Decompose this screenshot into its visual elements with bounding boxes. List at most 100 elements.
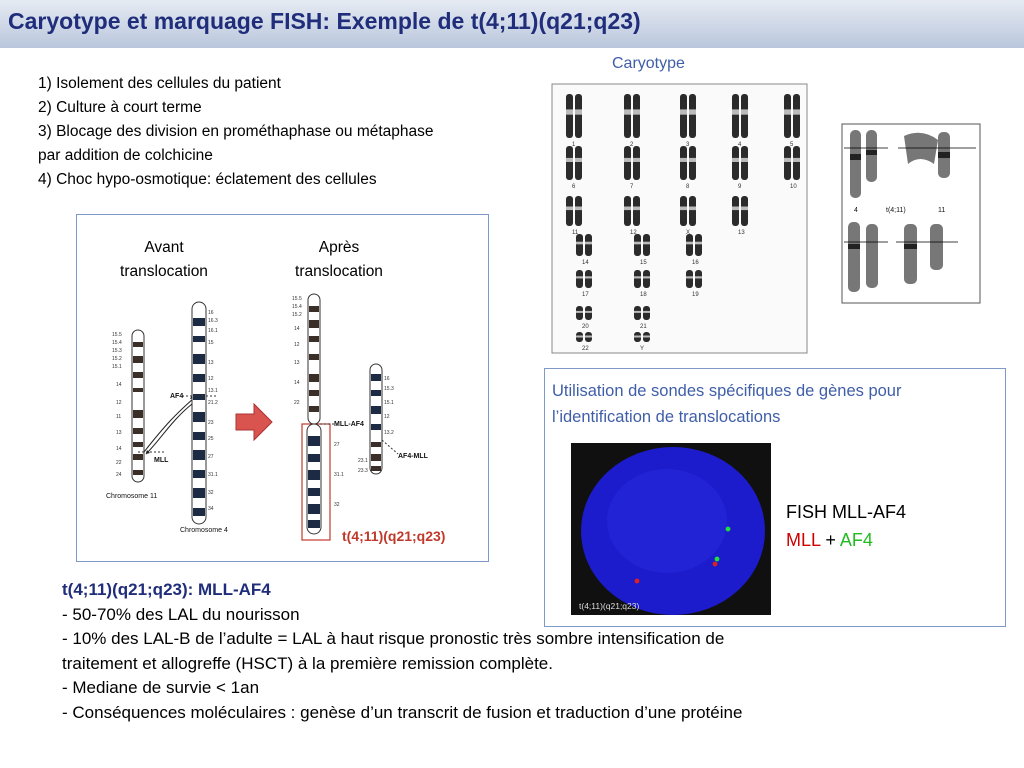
- caryotype-label: Caryotype: [612, 55, 685, 72]
- karyotype-pair: [784, 146, 800, 180]
- step-4: 4) Choc hypo-osmotique: éclatement des c…: [38, 171, 377, 188]
- svg-text:25: 25: [208, 436, 214, 442]
- step-1: 1) Isolement des cellules du patient: [38, 75, 281, 92]
- notes-line-5: - Conséquences moléculaires : genèse d’u…: [62, 702, 743, 722]
- karyotype-number: 22: [582, 346, 589, 352]
- mll-af4-label: MLL-AF4: [334, 421, 364, 428]
- karyotype-number: 19: [692, 292, 699, 298]
- karyotype-number: 7: [630, 184, 634, 190]
- karyotype-pair: [624, 196, 640, 226]
- step-2: 2) Culture à court terme: [38, 99, 202, 116]
- chromosome-4-label: Chromosome 4: [180, 527, 228, 534]
- notes-line-3: traitement et allogreffe (HSCT) à la pre…: [62, 653, 553, 673]
- karyotype-pair: [634, 332, 650, 342]
- karyotype-pair: [576, 306, 592, 320]
- karyotype-number: 14: [582, 260, 589, 266]
- fish-image-label: t(4;11)(q21;q23): [579, 601, 639, 611]
- karyotype-number: Y: [640, 346, 644, 352]
- karyotype-number: 17: [582, 292, 589, 298]
- chromosome-4: [191, 301, 207, 525]
- svg-text:16.3: 16.3: [208, 318, 218, 324]
- mll-label: MLL: [154, 457, 169, 464]
- karyotype-number: 16: [692, 260, 699, 266]
- mll-af4-signal: [712, 561, 718, 567]
- svg-text:11: 11: [116, 414, 121, 420]
- svg-text:14: 14: [116, 382, 122, 388]
- karyotype-pair: [576, 270, 592, 288]
- karyotype-pair: [634, 270, 650, 288]
- svg-text:31.1: 31.1: [208, 472, 218, 478]
- svg-text:12: 12: [116, 400, 122, 406]
- notes-line-1: - 50-70% des LAL du nourisson: [62, 604, 300, 624]
- svg-text:15.3: 15.3: [112, 348, 122, 354]
- svg-text:14: 14: [294, 380, 300, 386]
- svg-text:27: 27: [208, 454, 214, 460]
- svg-text:13.1: 13.1: [208, 388, 218, 394]
- svg-text:15.5: 15.5: [112, 332, 122, 338]
- fish-description: Utilisation de sondes spécifiques de gèn…: [552, 382, 902, 426]
- svg-text:15: 15: [208, 340, 214, 346]
- svg-text:24: 24: [116, 472, 122, 478]
- af4-signal: [725, 526, 731, 532]
- af4-probe: AF4: [839, 530, 873, 550]
- karyotype-pair: [680, 196, 696, 226]
- apres-label: Après translocation: [295, 239, 383, 280]
- fish-legend: FISH MLL-AF4 MLL + AF4: [786, 498, 906, 554]
- svg-text:15.5: 15.5: [292, 296, 302, 302]
- svg-text:14: 14: [294, 326, 300, 332]
- fish-title: FISH MLL-AF4: [786, 502, 907, 522]
- karyotype-pair: [686, 270, 702, 288]
- svg-text:23.1: 23.1: [358, 458, 368, 464]
- svg-text:15.1: 15.1: [112, 364, 122, 370]
- karyotype-pair: [634, 306, 650, 320]
- svg-text:13: 13: [116, 430, 122, 436]
- notes-line-2: - 10% des LAL-B de l’adulte = LAL à haut…: [62, 629, 725, 648]
- chromosome-11-label: Chromosome 11: [106, 493, 157, 500]
- karyotype-pair: [624, 94, 640, 138]
- mll-probe: MLL: [786, 530, 821, 550]
- svg-text:15.2: 15.2: [292, 312, 302, 318]
- af4-mll-label: AF4-MLL: [398, 453, 429, 460]
- karyotype-number: 20: [582, 324, 589, 330]
- karyotype-pair: [680, 94, 696, 138]
- svg-text:32: 32: [208, 490, 214, 496]
- procedure-steps: 1) Isolement des cellules du patient 2) …: [38, 72, 508, 192]
- karyotype-pair: [566, 94, 582, 138]
- karyotype-number: 10: [790, 184, 797, 190]
- svg-text:31.1: 31.1: [334, 472, 344, 478]
- svg-text:15.4: 15.4: [112, 340, 122, 346]
- slide-title: Caryotype et marquage FISH: Exemple de t…: [8, 8, 641, 34]
- svg-text:12: 12: [384, 414, 390, 420]
- karyotype-number: 6: [572, 184, 576, 190]
- karyotype-number: 1: [572, 142, 576, 148]
- karyotype-number: 4: [738, 142, 742, 148]
- karyotype-pair: [566, 196, 582, 226]
- svg-text:15.1: 15.1: [384, 400, 394, 406]
- karyotype-pair: [732, 94, 748, 138]
- karyotype-number: 13: [738, 230, 745, 236]
- karyotype-number: 5: [790, 142, 794, 148]
- svg-text:13: 13: [208, 360, 214, 366]
- karyotype-number: 21: [640, 324, 647, 330]
- karyotype-number: 2: [630, 142, 634, 148]
- fish-probes: MLL + AF4: [786, 526, 906, 554]
- avant-label: Avant translocation: [120, 239, 208, 280]
- karyotype-pair: [680, 146, 696, 180]
- inset-label-11: 11: [938, 207, 945, 214]
- karyotype-pair: [634, 234, 650, 256]
- karyotype-number: 3: [686, 142, 690, 148]
- step-3: 3) Blocage des division en prométhaphase…: [38, 123, 434, 140]
- karyotype-pair: [784, 94, 800, 138]
- karyotype-pair: [566, 146, 582, 180]
- plus-sign: +: [820, 530, 840, 550]
- title-bar: [0, 0, 1024, 48]
- derivative-chromosome-mll-af4: [301, 293, 331, 541]
- svg-text:23: 23: [208, 420, 214, 426]
- svg-text:34: 34: [208, 506, 214, 512]
- karyotype-number: 9: [738, 184, 742, 190]
- notes-line-4: - Mediane de survie < 1an: [62, 678, 260, 697]
- karyotype-pair: [686, 234, 702, 256]
- derivative-chromosome-af4-mll: [369, 363, 383, 475]
- svg-text:22: 22: [294, 400, 300, 406]
- svg-text:12: 12: [294, 342, 300, 348]
